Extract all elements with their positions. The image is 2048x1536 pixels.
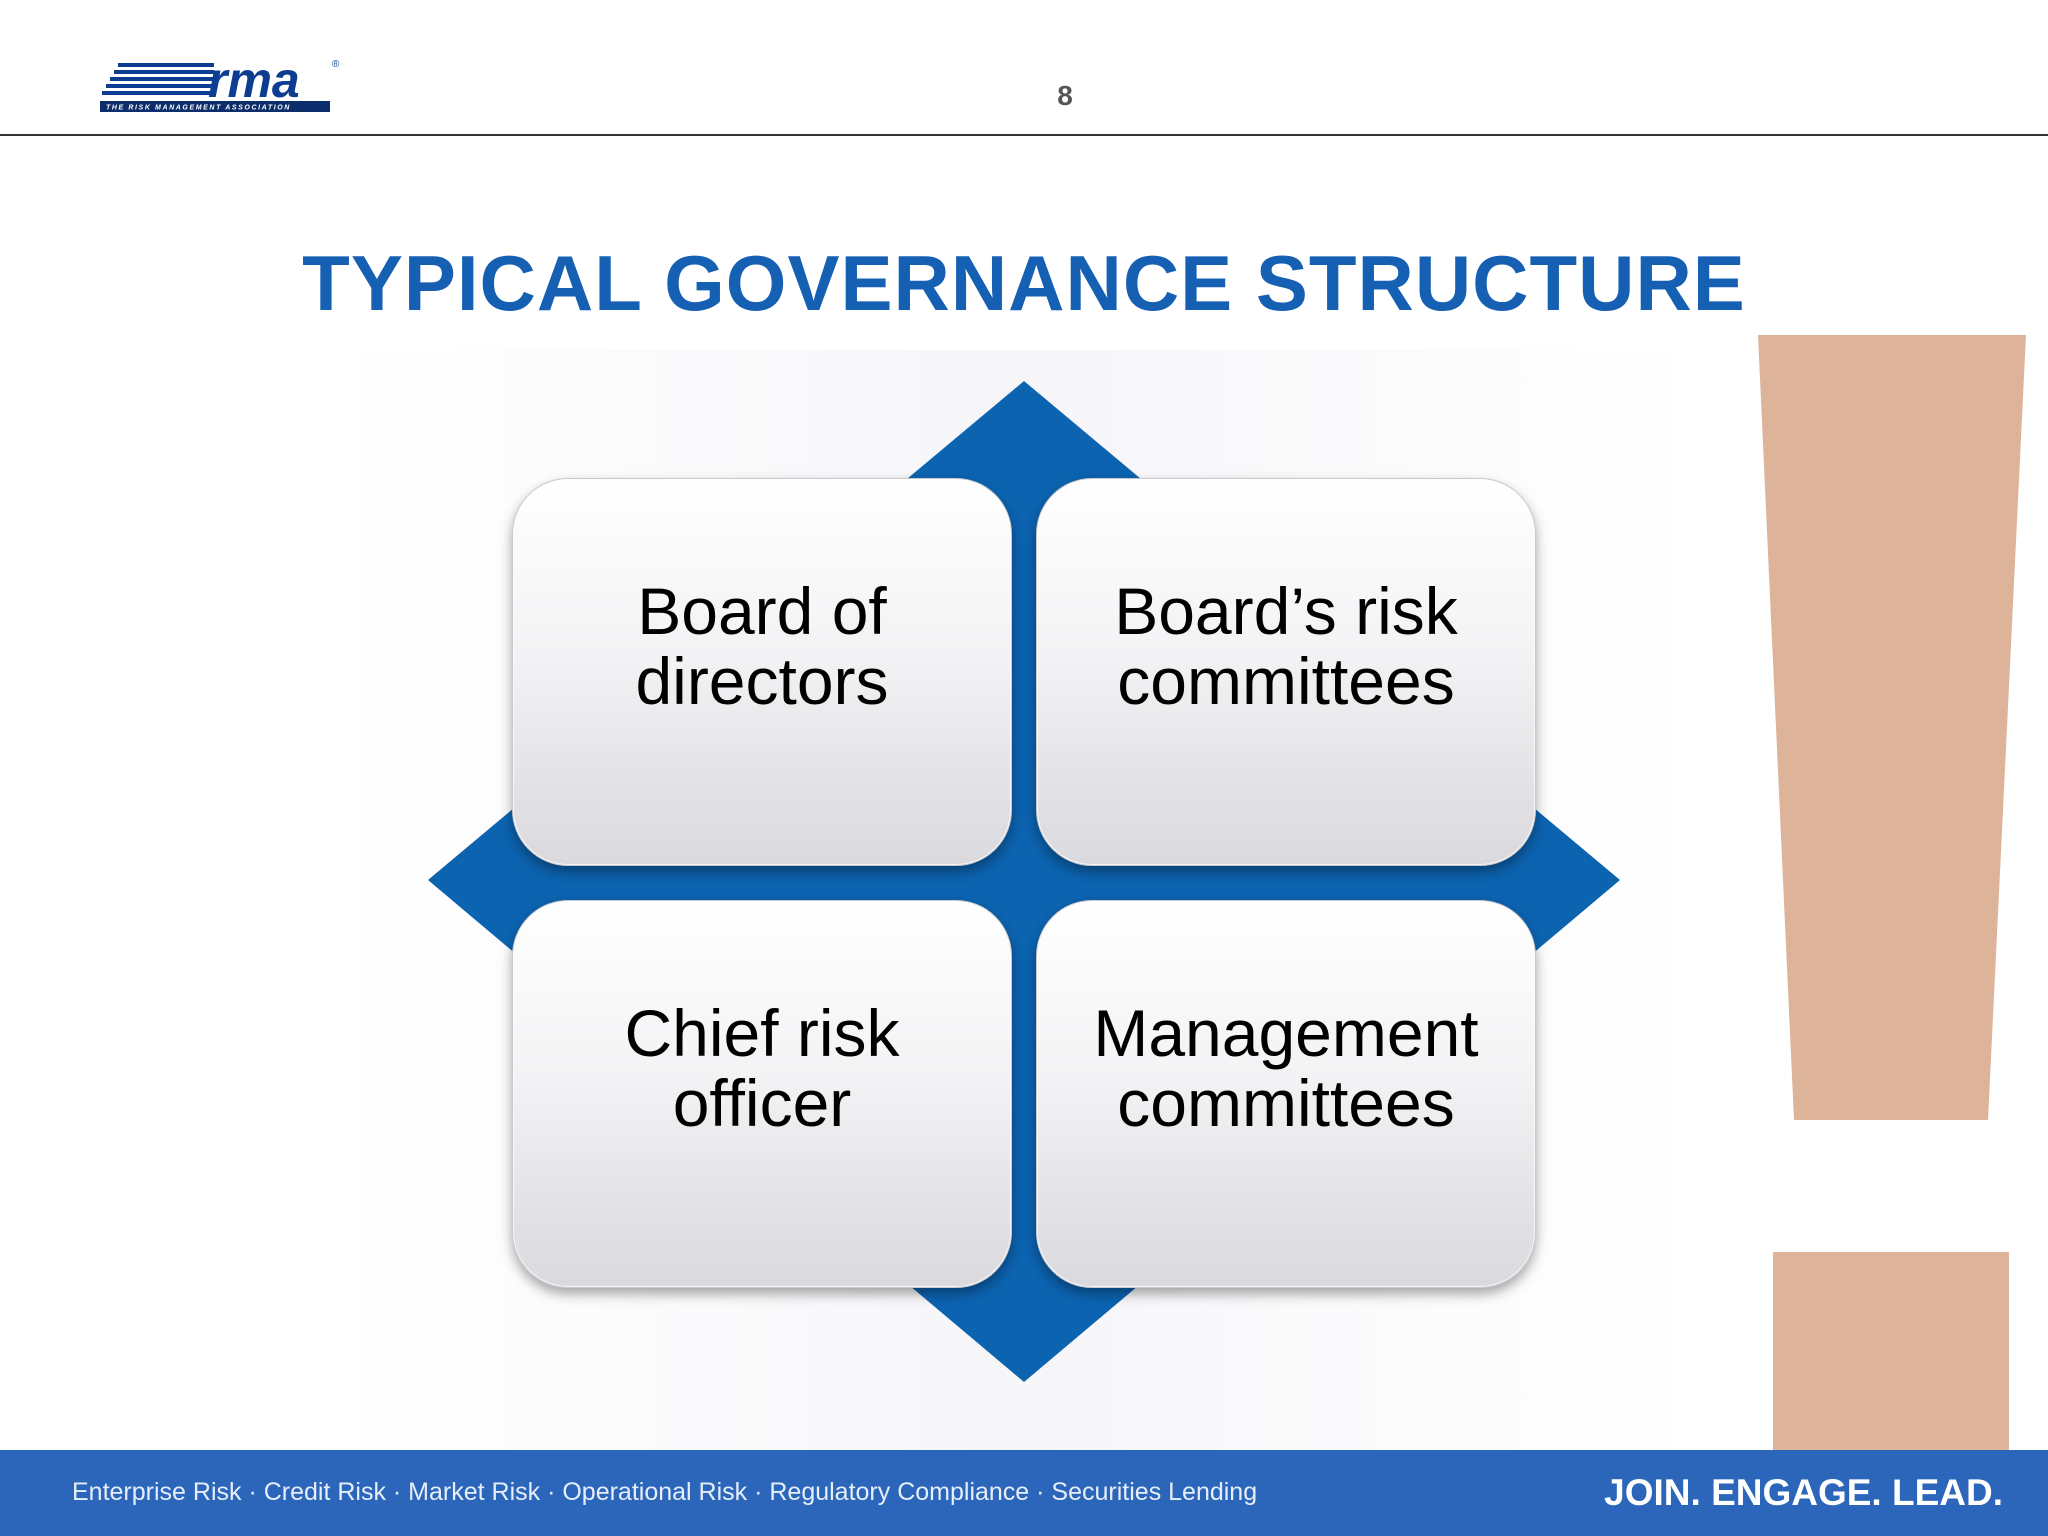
logo-wordmark: rma — [208, 55, 300, 108]
rma-logo: rma ® THE RISK MANAGEMENT ASSOCIATION — [100, 55, 340, 112]
quadrant-boards-risk-committees: Board’s risk committees — [1036, 478, 1536, 866]
quadrant-board-of-directors: Board of directors — [512, 478, 1012, 866]
quadrant-label: Board of directors — [635, 574, 889, 718]
logo-registered-mark: ® — [332, 59, 340, 70]
quadrant-label: Management committees — [1093, 996, 1479, 1140]
page-number: 8 — [1057, 80, 1073, 111]
header-divider — [0, 134, 2048, 136]
footer-topics: Enterprise Risk · Credit Risk · Market R… — [72, 1478, 1258, 1506]
logo-tagline: THE RISK MANAGEMENT ASSOCIATION — [106, 105, 291, 112]
quadrant-label: Board’s risk committees — [1114, 574, 1458, 718]
logo-tagline-bar — [100, 101, 330, 112]
footer-bar: Enterprise Risk · Credit Risk · Market R… — [0, 1450, 2048, 1536]
quadrant-chief-risk-officer: Chief risk officer — [512, 900, 1012, 1288]
slide-title: TYPICAL GOVERNANCE STRUCTURE — [302, 239, 1746, 327]
quadrant-management-committees: Management committees — [1036, 900, 1536, 1288]
logo-speed-lines — [102, 63, 214, 95]
footer-slogan: JOIN. ENGAGE. LEAD. — [1604, 1472, 2003, 1513]
quadrant-label: Chief risk officer — [624, 996, 900, 1140]
